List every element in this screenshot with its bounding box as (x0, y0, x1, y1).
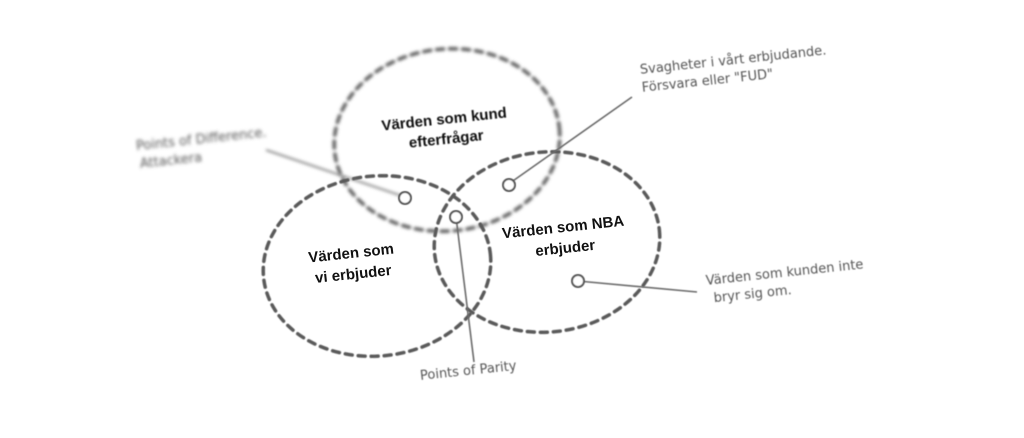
callout-parity: Points of Parity (419, 359, 517, 384)
circle-vi (261, 173, 493, 359)
callout-difference-line1: Points of Difference. (135, 126, 267, 155)
label-nba-line2: erbjuder (535, 237, 597, 260)
label-kund-line2: efterfrågar (408, 127, 485, 152)
circle-nba (432, 149, 662, 335)
callout-parity-line1: Points of Parity (419, 359, 517, 384)
label-kund-line1: Värden som kund (381, 105, 508, 135)
leader-parity (455, 216, 475, 363)
leader-difference (265, 149, 406, 198)
callout-svagheter: Svagheter i vårt erbjudande. Försvara el… (639, 43, 827, 95)
leader-ointresse (577, 280, 698, 293)
label-kund-group: Värden som kund efterfrågar (381, 105, 508, 152)
marker-parity (449, 210, 463, 224)
circle-kund (332, 46, 562, 234)
callout-difference-line2: Attackera (139, 150, 203, 171)
label-nba-group: Värden som NBA erbjuder (501, 213, 625, 260)
callout-difference: Points of Difference. Attackera (135, 126, 267, 172)
marker-svagheter (502, 178, 516, 192)
callout-ointresse: Värden som kunden inte bryr sig om. (705, 257, 864, 306)
leader-svagheter (509, 96, 633, 184)
label-nba-line1: Värden som NBA (501, 213, 625, 243)
marker-difference (398, 191, 412, 205)
marker-ointresse (571, 274, 585, 288)
label-vi-group: Värden som vi erbjuder (308, 241, 395, 287)
label-vi-line2: vi erbjuder (314, 262, 392, 287)
